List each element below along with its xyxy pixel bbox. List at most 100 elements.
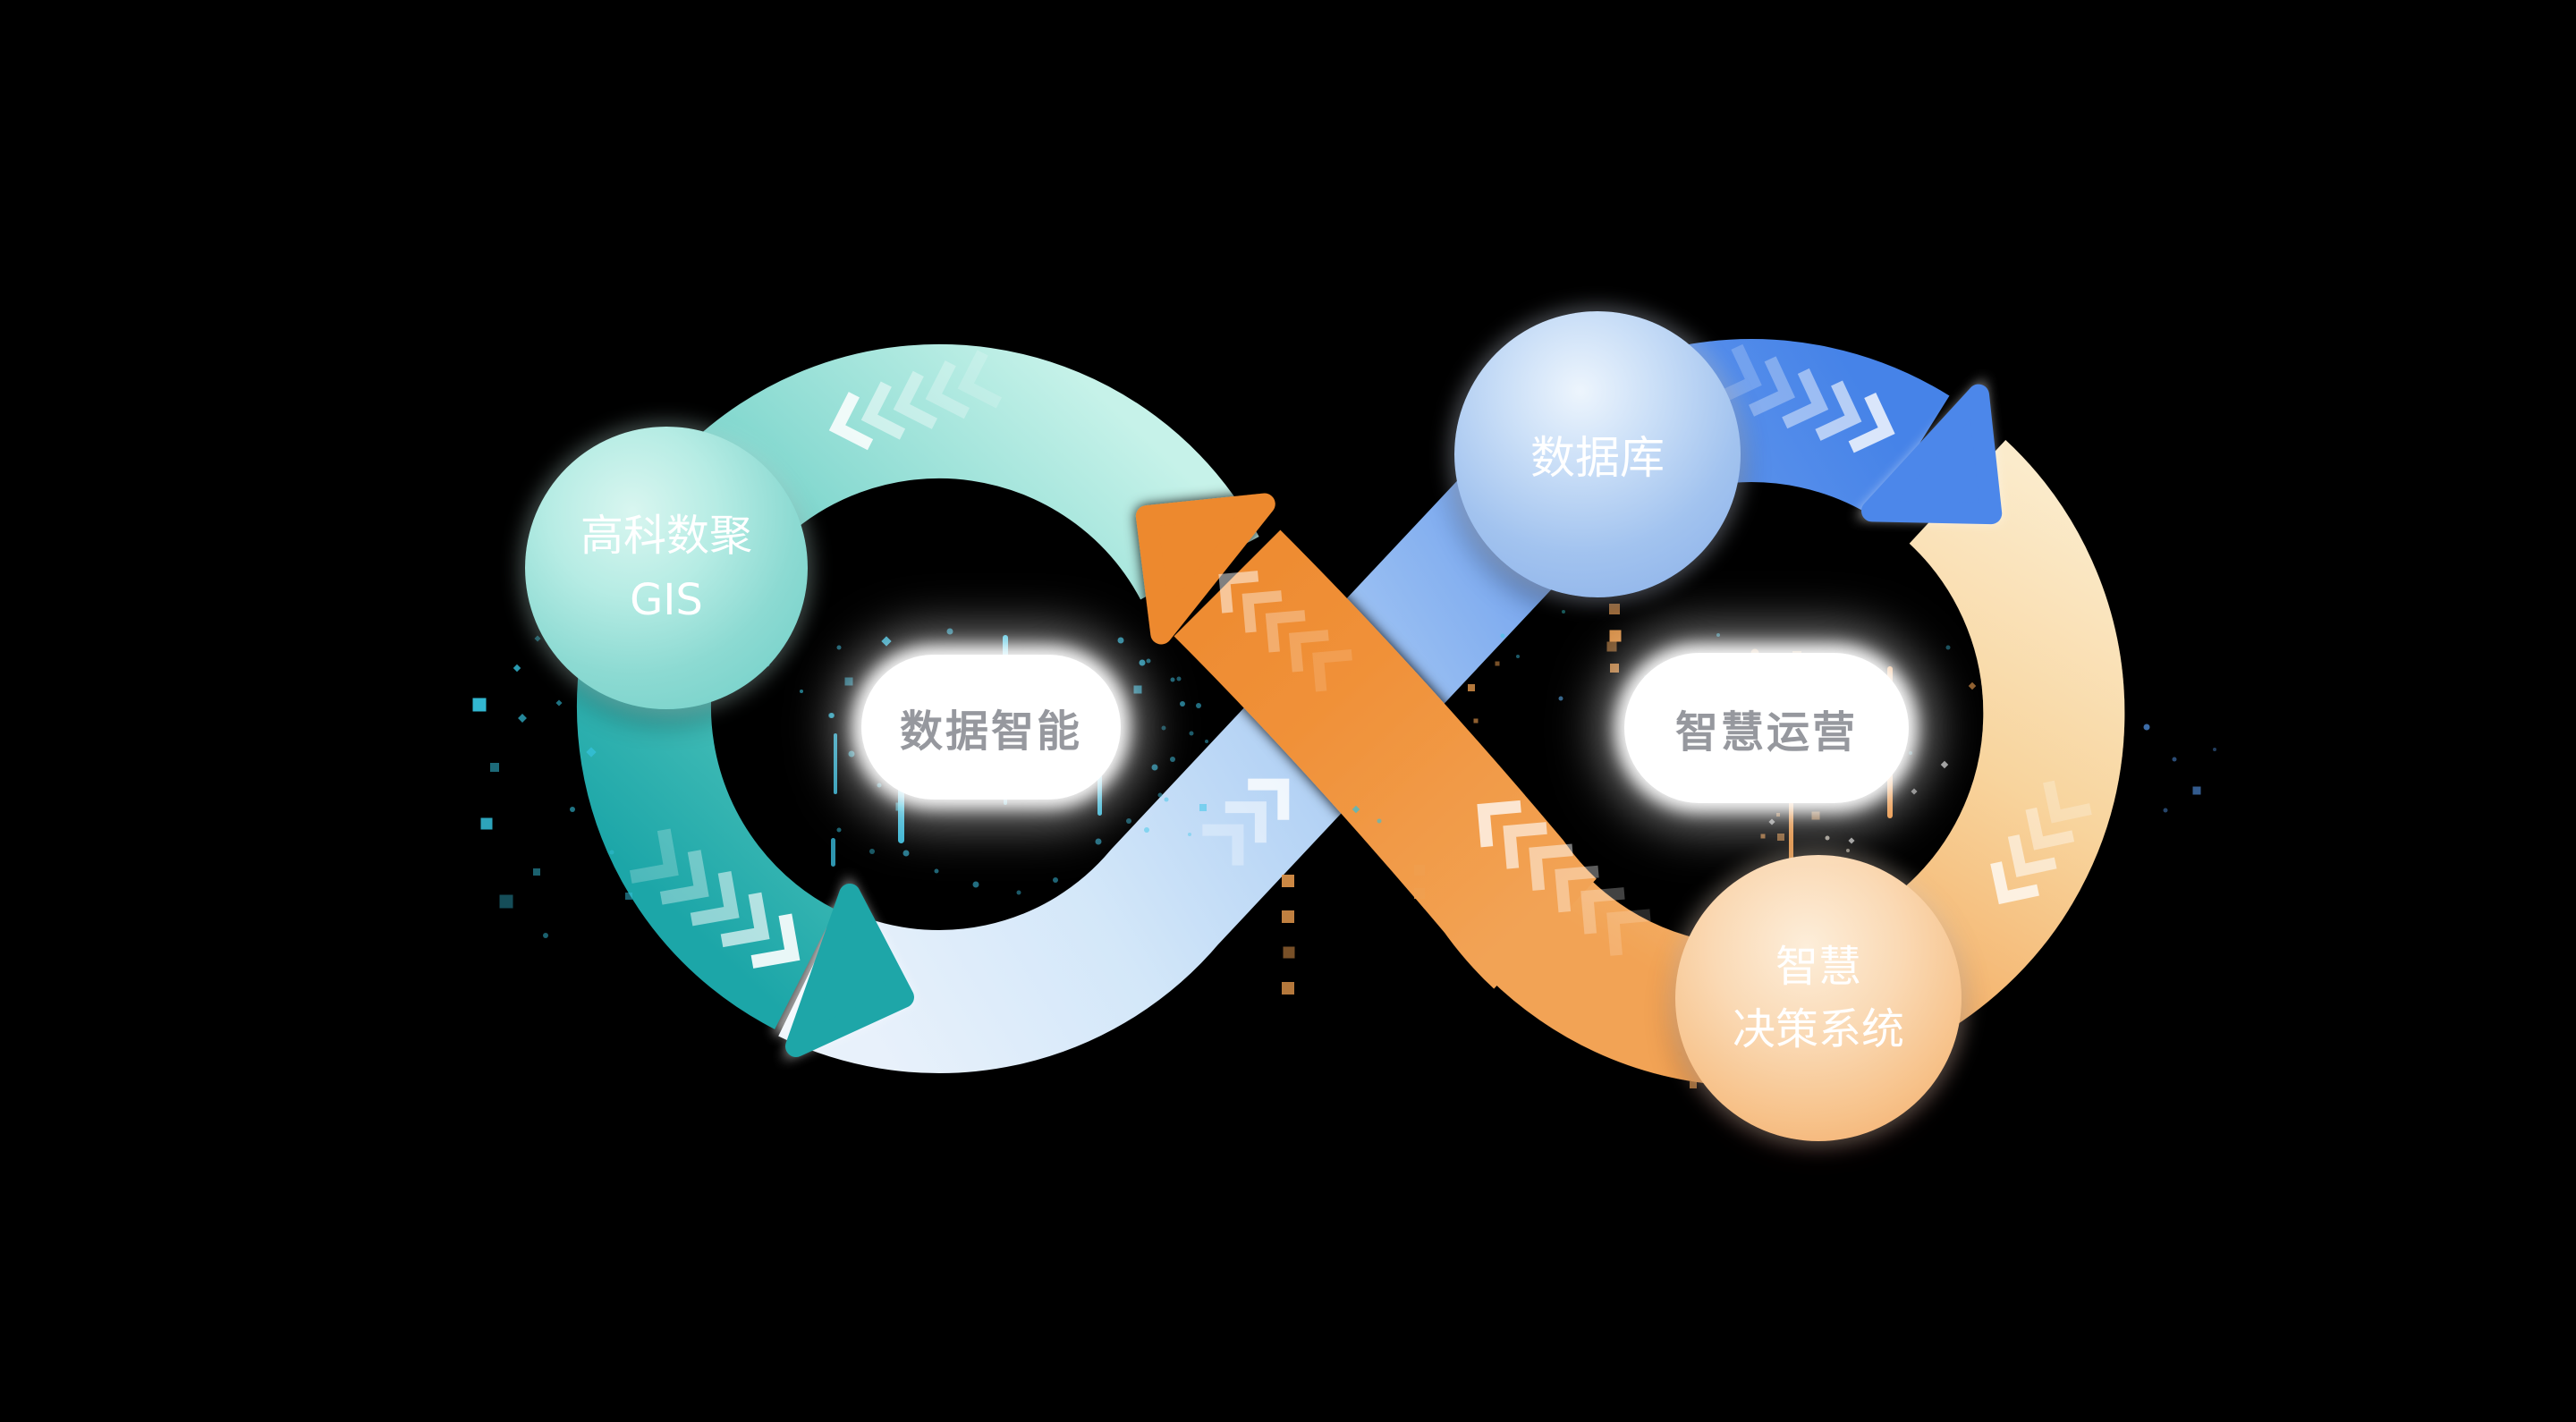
particle-dot <box>1516 655 1520 658</box>
particle-dot <box>1199 804 1207 811</box>
particle-dot <box>1909 751 1912 755</box>
particle-dot <box>1500 633 1505 639</box>
particle-dot <box>1176 676 1182 681</box>
particle-dot <box>2192 786 2201 795</box>
particle-dot <box>1188 833 1191 836</box>
particle-dot <box>828 713 834 718</box>
particle-dot <box>1180 701 1185 707</box>
node-gis-label-line1: 高科数聚 <box>580 511 752 561</box>
particle-dot <box>1170 757 1175 762</box>
particle-dot <box>2163 808 2168 813</box>
particle-dot <box>1716 633 1720 637</box>
particle-dot <box>1196 703 1201 708</box>
particle-dot <box>1151 764 1158 771</box>
particle-dot <box>472 698 487 712</box>
particle-dot <box>1170 677 1175 682</box>
particle-dot <box>836 827 842 833</box>
particle-dot <box>902 850 910 857</box>
particle-dot <box>1610 664 1619 673</box>
particle-dot <box>490 763 499 772</box>
particle-dot <box>1562 610 1565 614</box>
particle-dot <box>1352 805 1360 814</box>
light-streak <box>834 733 837 794</box>
orange-arrowhead <box>1135 493 1275 645</box>
particle-dot <box>1690 1081 1697 1088</box>
particle-dot <box>1468 684 1475 691</box>
particle-dot <box>800 690 803 693</box>
particle-dot <box>1282 910 1294 923</box>
blue-arrowhead <box>1861 384 2003 525</box>
particle-dot <box>934 868 939 874</box>
particle-dot <box>1768 818 1775 825</box>
particle-dot <box>609 850 614 855</box>
particle-dot <box>972 881 979 888</box>
particle-dot <box>625 893 632 900</box>
particle-dot <box>1846 849 1850 852</box>
particle-dot <box>1609 630 1622 642</box>
particle-dot <box>1968 681 1977 690</box>
particle-dot <box>1473 718 1479 724</box>
particle-dot <box>881 636 892 647</box>
particle-dot <box>829 713 835 718</box>
particle-dot <box>877 783 882 788</box>
particle-dot <box>1677 1051 1682 1056</box>
node-database: 数据库 <box>1454 311 1741 597</box>
particle-dot <box>1189 731 1194 736</box>
node-decision-label-line2: 决策系统 <box>1732 1004 1904 1054</box>
node-database-label: 数据库 <box>1530 432 1665 484</box>
particle-dot <box>2172 757 2177 762</box>
particle-dot <box>1911 788 1918 795</box>
particle-dot <box>2213 748 2216 751</box>
particle-dot <box>555 699 563 707</box>
particle-dot <box>848 750 855 758</box>
node-decision-system: 智慧 决策系统 <box>1675 855 1962 1141</box>
particle-dot <box>533 868 540 876</box>
tag-smart-operation: 智慧运营 <box>1624 653 1909 803</box>
particle-dot <box>1940 760 1949 769</box>
particle-dot <box>1776 813 1780 817</box>
particle-dot <box>844 677 853 686</box>
light-streak <box>831 838 835 867</box>
particle-dot <box>1377 818 1382 824</box>
particle-dot <box>586 747 597 758</box>
tag-data-intelligence: 数据智能 <box>861 655 1121 800</box>
particle-dot <box>1164 797 1169 802</box>
particle-dot <box>1414 888 1425 899</box>
particle-dot <box>1283 946 1295 959</box>
particle-dot <box>1282 875 1294 887</box>
particle-dot <box>513 664 521 673</box>
particle-dot <box>946 628 953 635</box>
particle-dot <box>1558 696 1563 701</box>
particle-dot <box>1144 827 1149 833</box>
particle-dot <box>1760 834 1766 839</box>
particle-dot <box>1825 835 1830 841</box>
particle-dot <box>1205 740 1208 743</box>
particle-dot <box>895 802 904 811</box>
particle-dot <box>1777 834 1784 841</box>
particle-dot <box>1282 982 1294 995</box>
tag-smart-operation-text: 智慧运营 <box>1674 707 1858 758</box>
particle-dot <box>1146 658 1151 664</box>
node-gis: 高科数聚 GIS <box>525 427 808 709</box>
particle-dot <box>1811 811 1820 820</box>
node-gis-label-line2: GIS <box>630 575 703 625</box>
particle-dot <box>1414 865 1425 876</box>
particle-dot <box>1126 818 1131 824</box>
particle-dot <box>1495 661 1500 666</box>
particle-dot <box>836 645 842 650</box>
tag-data-intelligence-text: 数据智能 <box>899 707 1082 757</box>
particle-dot <box>1157 792 1163 798</box>
particle-dot <box>570 807 575 812</box>
particle-dot <box>2143 724 2150 731</box>
particle-dot <box>1609 604 1620 614</box>
particle-dot <box>480 817 493 830</box>
particle-dot <box>869 849 875 854</box>
particle-dot <box>1161 725 1166 731</box>
particle-dot <box>1139 659 1146 666</box>
particle-dot <box>1945 645 1951 650</box>
particle-dot <box>1133 685 1142 694</box>
particle-dot <box>543 933 548 938</box>
teal-arrowhead <box>785 884 914 1057</box>
particle-dot <box>1053 877 1058 883</box>
